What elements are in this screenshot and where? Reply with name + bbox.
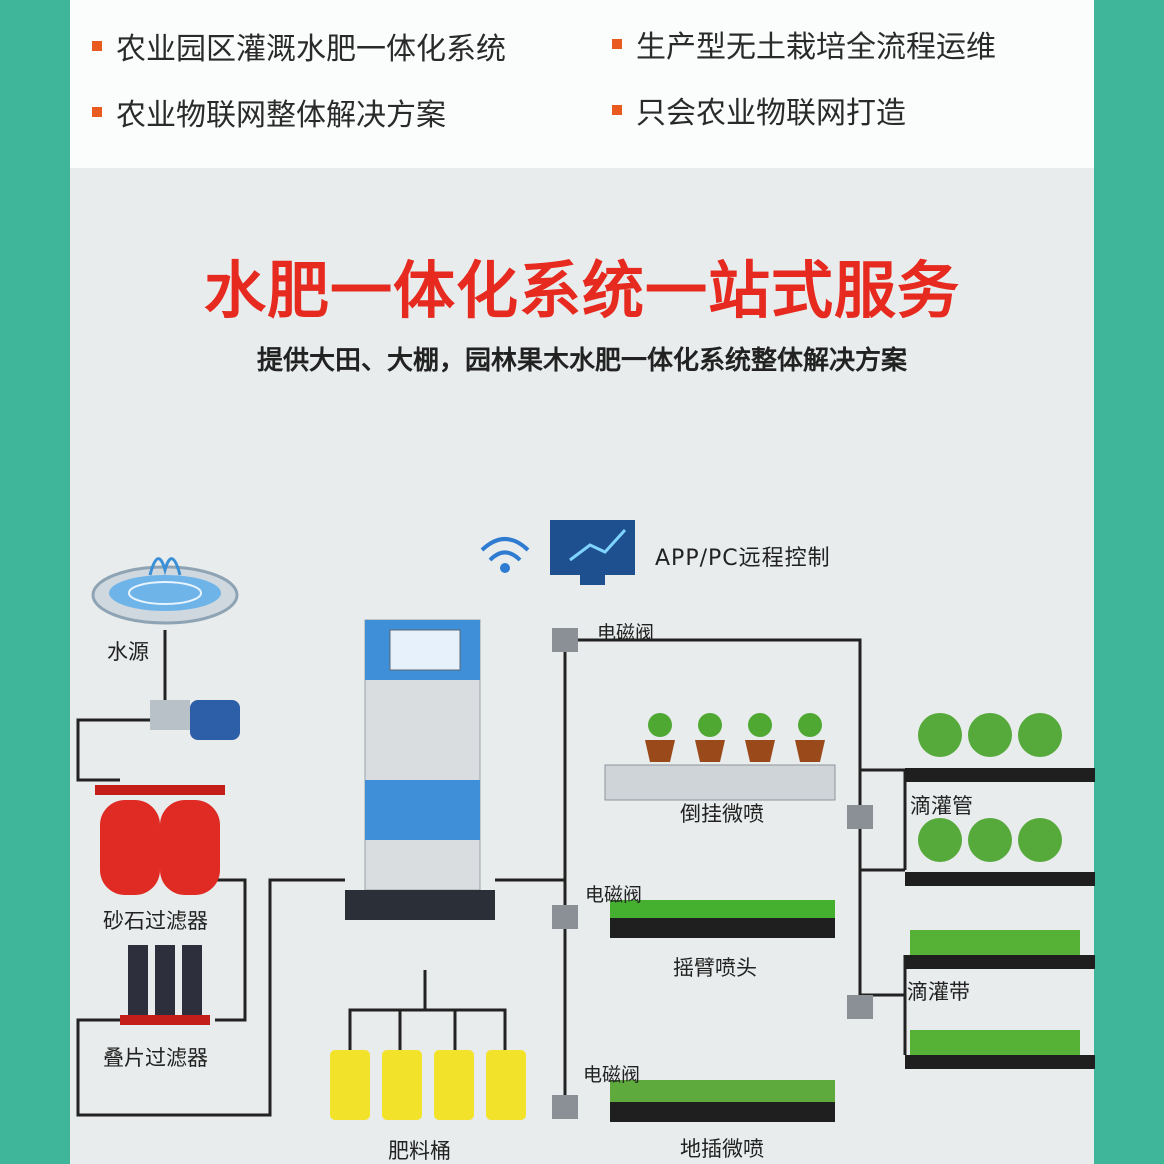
solenoid-valve-label: 电磁阀 [585, 884, 643, 906]
subheadline: 提供大田、大棚，园林果木水肥一体化系统整体解决方案 [256, 346, 907, 376]
water-source-label: 水源 [107, 640, 149, 664]
bullet-item: 只会农业物联网打造 [612, 88, 906, 132]
remote-control-label: APP/PC远程控制 [655, 546, 831, 571]
solenoid-valve-icon [552, 628, 873, 1119]
bullet-square-icon [92, 107, 102, 117]
drip-pipe-label: 滴灌管 [910, 794, 973, 818]
pump-icon [150, 700, 240, 740]
rocker-nozzle-field-icon [610, 900, 835, 938]
disc-filter-label: 叠片过滤器 [103, 1046, 208, 1070]
sand-filter-label: 砂石过滤器 [103, 909, 208, 933]
bullet-item: 农业园区灌溉水肥一体化系统 [92, 24, 506, 68]
bullet-text: 农业园区灌溉水肥一体化系统 [116, 32, 506, 67]
drip-pipe-field-icon [905, 713, 1095, 886]
hanging-spray-label: 倒挂微喷 [680, 802, 764, 826]
bullet-text: 生产型无土栽培全流程运维 [636, 30, 996, 65]
headline: 水肥一体化系统一站式服务 [203, 254, 960, 327]
drip-tape-field-icon [905, 930, 1095, 1069]
disc-filter-icon [120, 945, 210, 1025]
bullet-text: 只会农业物联网打造 [636, 96, 906, 131]
top-card [70, 0, 1094, 168]
rocker-nozzle-label: 摇臂喷头 [673, 956, 757, 980]
bullet-item: 生产型无土栽培全流程运维 [612, 22, 996, 66]
solenoid-valve-label: 电磁阀 [597, 622, 655, 644]
bullet-text: 农业物联网整体解决方案 [116, 98, 446, 133]
hanging-spray-icon [604, 713, 836, 801]
diagram-card [70, 168, 1094, 1164]
bullet-square-icon [92, 41, 102, 51]
ground-spray-field-icon [610, 1080, 835, 1122]
controller-machine-icon [345, 619, 495, 920]
ground-spray-label: 地插微喷 [680, 1137, 764, 1161]
solenoid-valve-label: 电磁阀 [583, 1064, 641, 1086]
bullet-item: 农业物联网整体解决方案 [92, 90, 446, 134]
bullet-square-icon [612, 105, 622, 115]
fertilizer-tank-icon [330, 1050, 526, 1120]
drip-tape-label: 滴灌带 [907, 980, 970, 1004]
bullet-square-icon [612, 39, 622, 49]
water-source-icon [91, 557, 239, 625]
sand-filter-icon [95, 785, 225, 895]
wifi-icon [480, 537, 530, 573]
monitor-icon [550, 520, 635, 585]
fertilizer-tank-label: 肥料桶 [388, 1139, 451, 1163]
